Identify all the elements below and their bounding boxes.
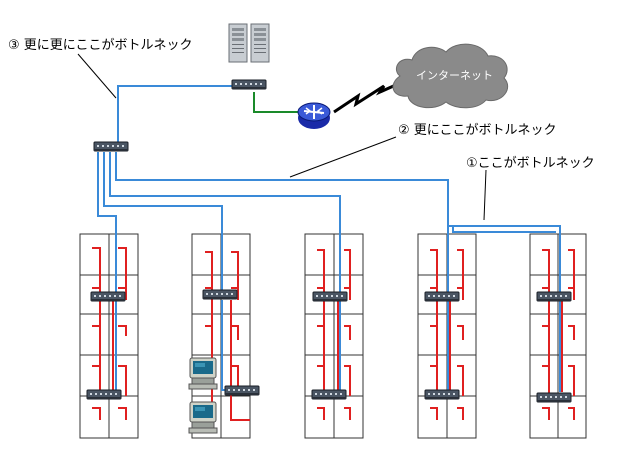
callout-lines: [77, 53, 487, 221]
building-1: [79, 233, 139, 439]
router-icon: [297, 102, 331, 129]
floor-switches: [86, 289, 572, 403]
switch-icon: [312, 291, 348, 302]
switch-icon: [311, 389, 347, 400]
lan-cabling: [97, 85, 561, 392]
switch-icon: [86, 389, 122, 400]
switch-icon: [202, 289, 238, 300]
switch-icon: [90, 291, 126, 302]
switch-icon: [424, 291, 460, 302]
label-bottleneck-1: ①ここがボトルネック: [466, 156, 595, 171]
building-3: [304, 233, 364, 439]
wan-link: [333, 82, 399, 114]
label-bottleneck-3: ③ 更に更にここがボトルネック: [8, 38, 193, 53]
label-bottleneck-2: ② 更にここがボトルネック: [398, 123, 557, 138]
building-5: [529, 233, 587, 439]
switch-icon: [424, 389, 460, 400]
switch-icon: [231, 79, 267, 90]
switch-icon: [93, 141, 129, 152]
building-grids: [79, 233, 587, 439]
switch-icon: [536, 291, 572, 302]
internet-label: インターネット: [416, 69, 493, 82]
switch-icon: [224, 385, 260, 396]
cloud-icon: インターネット: [392, 43, 509, 109]
switch-icon: [536, 392, 572, 403]
router-link: [253, 92, 300, 113]
server-icon: [228, 23, 270, 63]
